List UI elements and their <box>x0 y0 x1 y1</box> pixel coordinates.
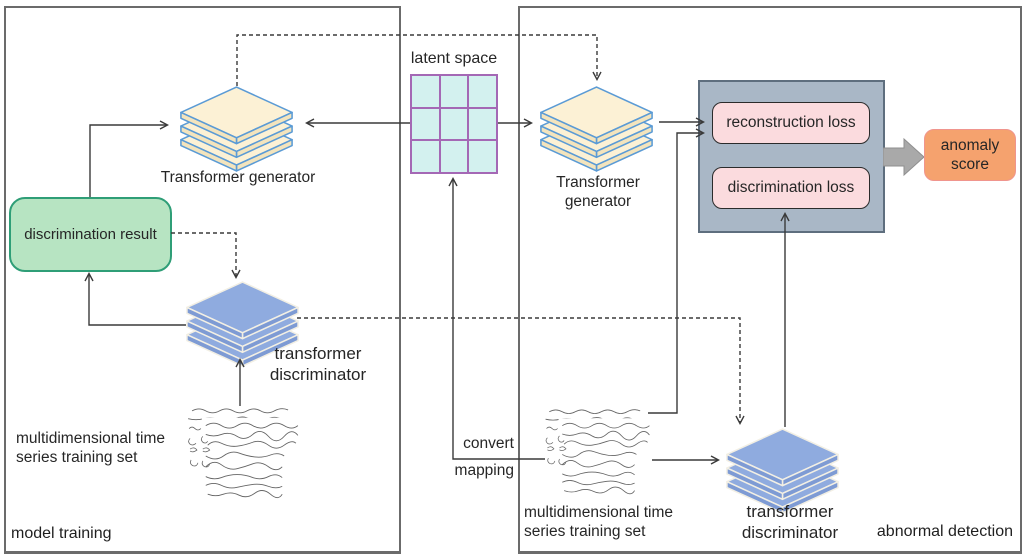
training-set-right-label: multidimensional time series training se… <box>524 504 674 540</box>
reconstruction-loss-label: reconstruction loss <box>726 114 856 131</box>
discrimination-loss-label: discrimination loss <box>727 179 855 196</box>
abnormal-detection-caption: abnormal detection <box>876 523 1013 540</box>
anomaly-score-box: anomaly score <box>924 129 1016 181</box>
latent-cell <box>468 75 497 108</box>
latent-space-label: latent space <box>410 50 498 67</box>
reconstruction-loss-box: reconstruction loss <box>712 102 870 144</box>
latent-cell <box>439 75 469 108</box>
time-series-image-right <box>545 406 654 499</box>
latent-cell <box>468 107 497 141</box>
latent-cell <box>468 140 497 173</box>
model-training-panel <box>4 6 401 554</box>
discriminator-right-label: transformer discriminator <box>741 502 839 542</box>
discrimination-loss-box: discrimination loss <box>712 167 870 209</box>
latent-cell <box>411 75 440 108</box>
convert-label: convert <box>463 435 514 452</box>
discrimination-result-box: discrimination result <box>9 197 172 272</box>
mapping-label: mapping <box>454 462 514 479</box>
latent-cell <box>439 107 469 141</box>
latent-cell <box>411 140 440 173</box>
model-training-caption: model training <box>11 525 112 542</box>
anomaly-score-label: anomaly score <box>940 136 1000 173</box>
latent-cell <box>411 107 440 141</box>
generator-right-label: Transformer generator <box>556 174 640 210</box>
discrimination-result-label: discrimination result <box>24 226 157 243</box>
time-series-image-left <box>187 406 303 503</box>
generator-stack-left-icon <box>180 87 293 171</box>
discriminator-left-label: transformer discriminator <box>269 344 367 384</box>
training-set-left-label: multidimensional time series training se… <box>16 430 166 466</box>
generator-left-label: Transformer generator <box>160 169 316 186</box>
score-block-arrow-icon <box>883 137 925 177</box>
latent-cell <box>439 140 469 173</box>
generator-stack-right-icon <box>540 87 653 171</box>
latent-space-grid <box>410 74 498 174</box>
